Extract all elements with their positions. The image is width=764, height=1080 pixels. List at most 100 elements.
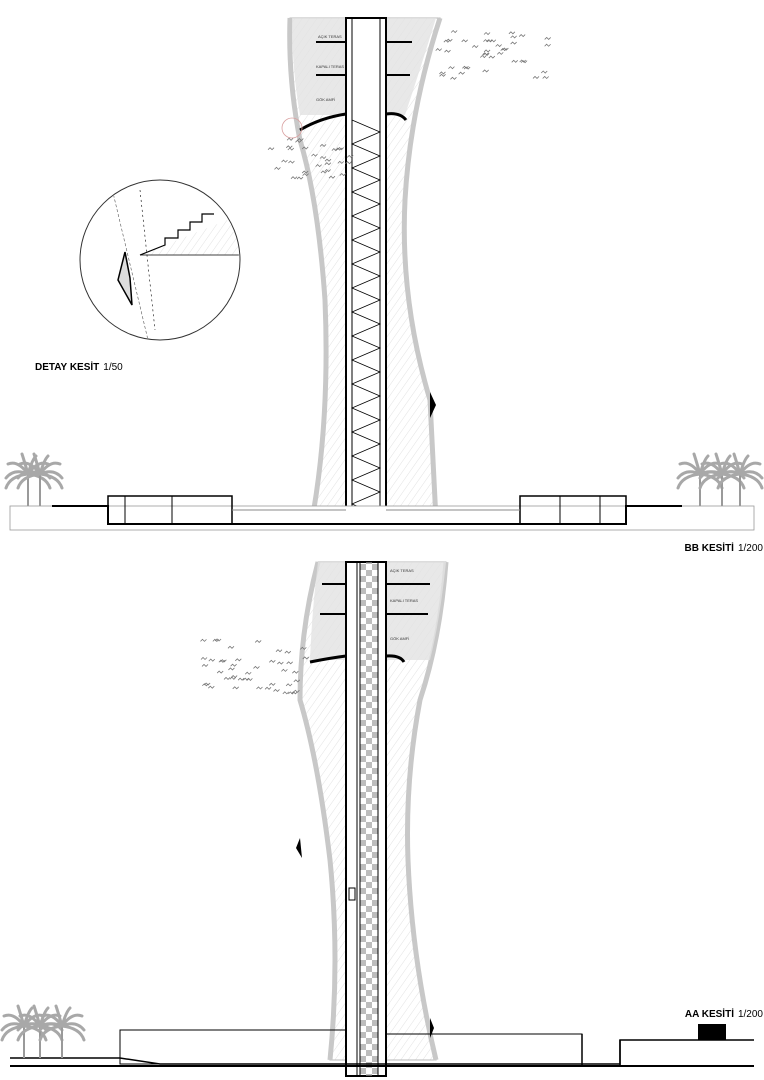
bird <box>293 689 300 693</box>
bird <box>288 691 295 695</box>
bird <box>486 39 493 43</box>
bird <box>488 55 496 59</box>
bird <box>273 688 280 692</box>
bird <box>293 679 301 683</box>
bird <box>483 49 491 53</box>
bird <box>228 667 235 671</box>
bird <box>264 686 272 690</box>
bird <box>324 158 332 162</box>
bird <box>337 147 344 151</box>
bird <box>208 658 216 662</box>
bird <box>324 168 331 173</box>
bird <box>281 159 288 163</box>
bird <box>286 137 294 141</box>
aa-level-label-open-terrace: AÇIK TERAS <box>390 568 414 573</box>
bird <box>268 682 276 686</box>
bird <box>510 35 517 39</box>
bird <box>300 646 307 650</box>
bird <box>471 44 479 49</box>
bird <box>544 43 551 47</box>
bird <box>254 639 262 643</box>
bird <box>508 31 516 35</box>
bird <box>201 663 209 668</box>
bird <box>297 137 304 142</box>
bird <box>208 685 215 689</box>
bird <box>267 147 275 151</box>
bird <box>302 173 309 177</box>
bird <box>290 176 298 180</box>
bird <box>448 66 455 70</box>
bird <box>461 39 468 43</box>
bird <box>337 160 345 164</box>
bird <box>446 38 453 42</box>
bird <box>450 76 457 80</box>
bird <box>532 75 540 79</box>
bird <box>220 659 227 663</box>
bird <box>285 145 293 149</box>
bird <box>319 143 327 148</box>
bird <box>216 670 224 674</box>
bird <box>256 686 263 690</box>
bird <box>439 71 446 75</box>
bird <box>285 683 293 687</box>
bird <box>510 41 517 45</box>
bird <box>286 661 293 665</box>
bird <box>519 59 526 63</box>
bird <box>462 65 469 69</box>
bird <box>331 148 339 152</box>
elevator-core-bb <box>345 17 387 525</box>
bird <box>482 52 489 56</box>
bird <box>302 656 310 660</box>
bird <box>345 161 352 165</box>
bird <box>237 677 245 681</box>
bird <box>496 51 504 55</box>
bird <box>482 69 489 73</box>
bird <box>346 154 354 158</box>
section-bb: AÇIK TERAS KAPALI TERAS GÖK AMFİ BB KESİ… <box>4 17 764 554</box>
bird <box>282 691 290 695</box>
bird <box>483 39 490 43</box>
bird <box>444 49 451 53</box>
bird <box>223 676 231 681</box>
bird <box>292 670 299 674</box>
bird <box>295 139 302 143</box>
bird <box>301 170 309 174</box>
aa-level-label-sky-hall: GÖK AMFİ <box>390 636 409 641</box>
bird <box>320 170 328 174</box>
bird <box>458 71 465 75</box>
bird <box>202 683 209 687</box>
bird <box>518 34 526 38</box>
ground-bb <box>9 505 755 531</box>
bird <box>229 676 237 680</box>
bird <box>301 146 309 150</box>
bird <box>246 677 253 681</box>
bird <box>489 39 497 43</box>
level-label-open-terrace: AÇIK TERAS <box>318 34 342 39</box>
bird <box>542 75 549 80</box>
bird <box>253 665 260 669</box>
bird <box>540 70 548 74</box>
level-label-sky-hall: GÖK AMFİ <box>316 97 335 102</box>
bird <box>214 638 222 642</box>
bird <box>483 31 491 36</box>
bird <box>232 686 240 690</box>
bird <box>227 645 235 649</box>
aa-level-label-closed-terrace: KAPALI TERAS <box>390 598 418 603</box>
bird <box>284 650 292 654</box>
bird <box>511 59 518 63</box>
bird <box>296 176 304 180</box>
bird <box>269 659 276 663</box>
bird <box>242 677 250 681</box>
bird <box>439 73 446 77</box>
bird <box>281 668 288 672</box>
bird <box>230 663 237 667</box>
bird <box>288 160 295 164</box>
bird <box>235 658 242 662</box>
bird <box>274 166 281 170</box>
bird <box>319 155 327 160</box>
